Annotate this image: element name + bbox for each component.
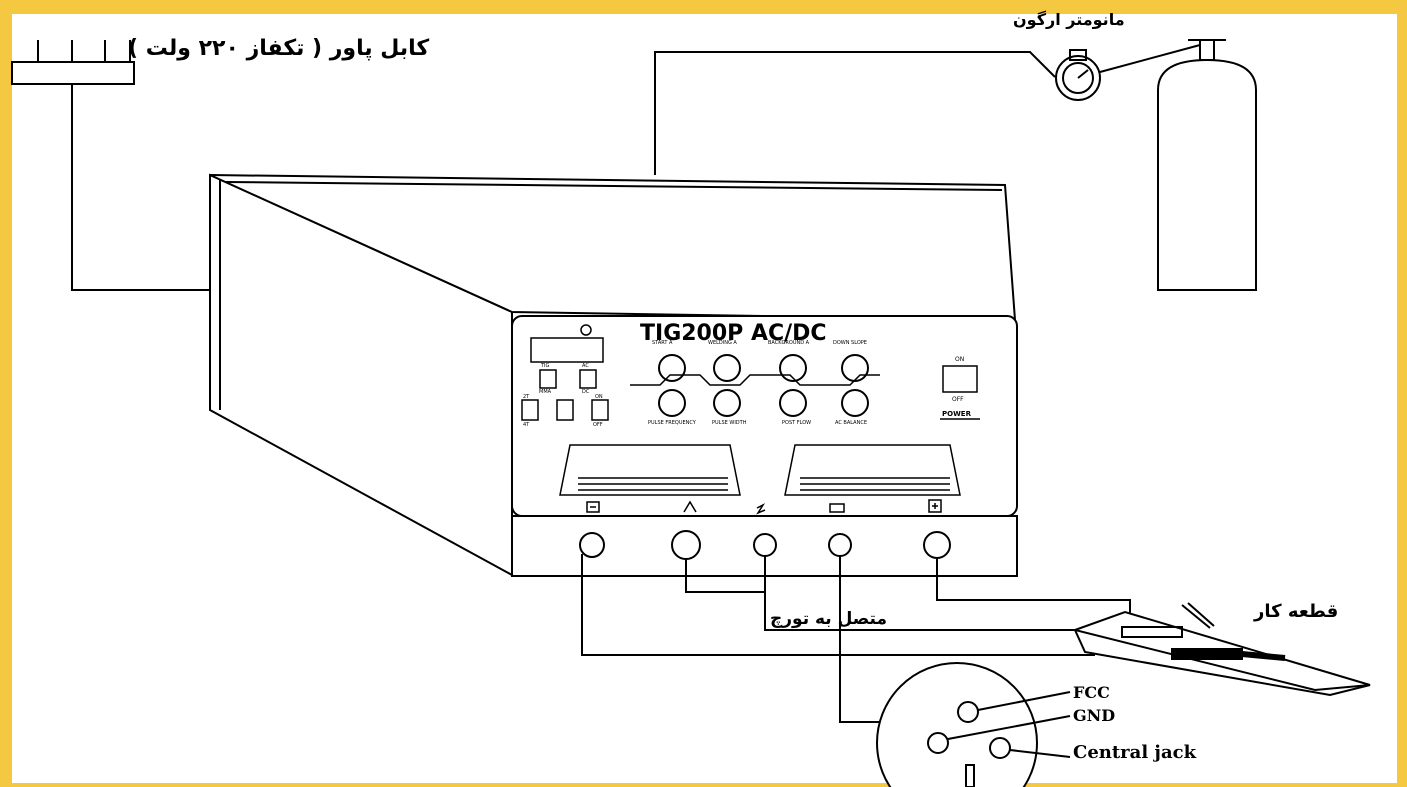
- btn-label-2t: 2T: [523, 394, 530, 400]
- argon-gauge-label: مانومتر ارگون: [1013, 10, 1125, 29]
- pin-fcc-label: FCC: [1073, 683, 1110, 702]
- power-cable: [71, 84, 210, 291]
- knob-label-welding-a: WELDING A: [708, 340, 737, 346]
- torch-connection-label: متصل به تورچ: [770, 609, 887, 629]
- knob-label-start-a: START A: [652, 340, 673, 346]
- gas-cylinder-icon: [1157, 39, 1257, 291]
- panel-knobs: [658, 354, 869, 417]
- connector-icon: [876, 662, 1071, 787]
- welding-machine: [209, 173, 1018, 577]
- output-sockets: [579, 530, 951, 560]
- vent-grilles: [559, 444, 961, 496]
- btn-label-tig: TIG: [541, 363, 550, 369]
- switch-on-label: ON: [955, 356, 965, 363]
- knob-label-pulse-width: PULSE WIDTH: [712, 420, 747, 426]
- power-label: POWER: [942, 410, 971, 418]
- knob-label-background-a: BACKGROUND A: [768, 340, 810, 346]
- knob-label-post-flow: POST FLOW: [782, 420, 812, 426]
- btn-label-4t: 4T: [523, 422, 530, 428]
- argon-gauge-icon: [1055, 44, 1201, 101]
- gas-line: [654, 51, 1056, 175]
- btn-label-dc: DC: [582, 389, 590, 395]
- btn-label-on: ON: [595, 394, 603, 400]
- btn-label-ac: AC: [582, 363, 589, 369]
- panel-model: TIG200P AC/DC: [640, 321, 827, 346]
- switch-off-label: OFF: [952, 396, 964, 403]
- power-cable-label: کابل پاور ( تکفاز ۲۲۰ ولت ): [128, 36, 430, 61]
- workpiece-icon: [1071, 602, 1371, 697]
- workpiece-label: قطعه کار: [1254, 601, 1339, 622]
- pin-gnd-label: GND: [1073, 706, 1116, 725]
- knob-label-ac-balance: AC BALANCE: [835, 420, 867, 426]
- btn-label-mma: MMA: [539, 389, 552, 395]
- knob-label-down-slope: DOWN SLOPE: [833, 340, 867, 346]
- pin-central-jack-label: Central jack: [1073, 742, 1197, 763]
- knob-label-pulse-frequency: PULSE FREQUENCY: [648, 420, 696, 426]
- negative-cable: [581, 554, 1095, 656]
- control-panel: [521, 324, 980, 421]
- btn-label-off: OFF: [593, 422, 603, 428]
- power-plug-icon: [11, 40, 135, 85]
- socket-symbols: [586, 499, 942, 515]
